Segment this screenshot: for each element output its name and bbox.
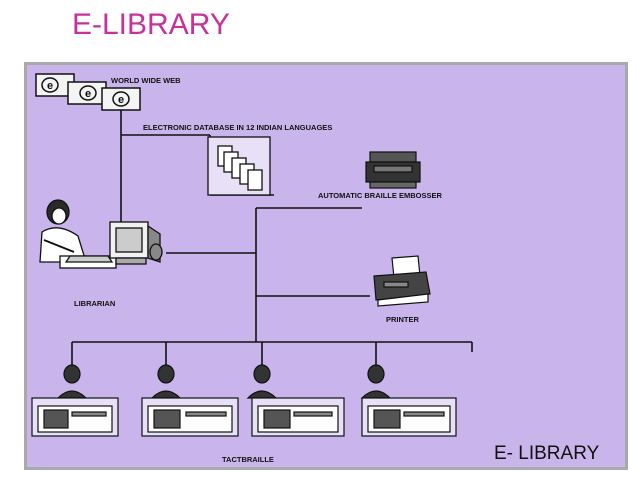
database-documents-icon xyxy=(207,136,271,196)
www-label: WORLD WIDE WEB xyxy=(111,76,181,85)
tactbraille-user xyxy=(360,364,457,437)
browser-icon: e xyxy=(35,73,75,97)
printer-label: PRINTER xyxy=(386,315,420,324)
corner-label: E- LIBRARY xyxy=(494,443,600,464)
browser-icon: e xyxy=(67,81,107,105)
browser-glyph: e xyxy=(47,80,53,92)
librarian-icon xyxy=(39,199,163,269)
tactbraille-user xyxy=(246,364,345,437)
tactbraille-user xyxy=(141,364,239,437)
tactbraille-user xyxy=(31,364,119,437)
browser-glyph: e xyxy=(85,88,91,100)
browser-icon: e xyxy=(101,87,141,111)
printer-icon xyxy=(373,255,431,307)
librarian-label: LIBRARIAN xyxy=(74,299,115,308)
embosser-label: AUTOMATIC BRAILLE EMBOSSER xyxy=(318,191,442,200)
braille-embosser-icon xyxy=(365,151,421,189)
tactbraille-label: TACTBRAILLE xyxy=(222,455,274,464)
page-title: E-LIBRARY xyxy=(72,8,230,41)
browser-windows: e e e xyxy=(35,73,141,111)
database-label: ELECTRONIC DATABASE IN 12 INDIAN LANGUAG… xyxy=(143,123,332,132)
browser-glyph: e xyxy=(118,94,124,106)
